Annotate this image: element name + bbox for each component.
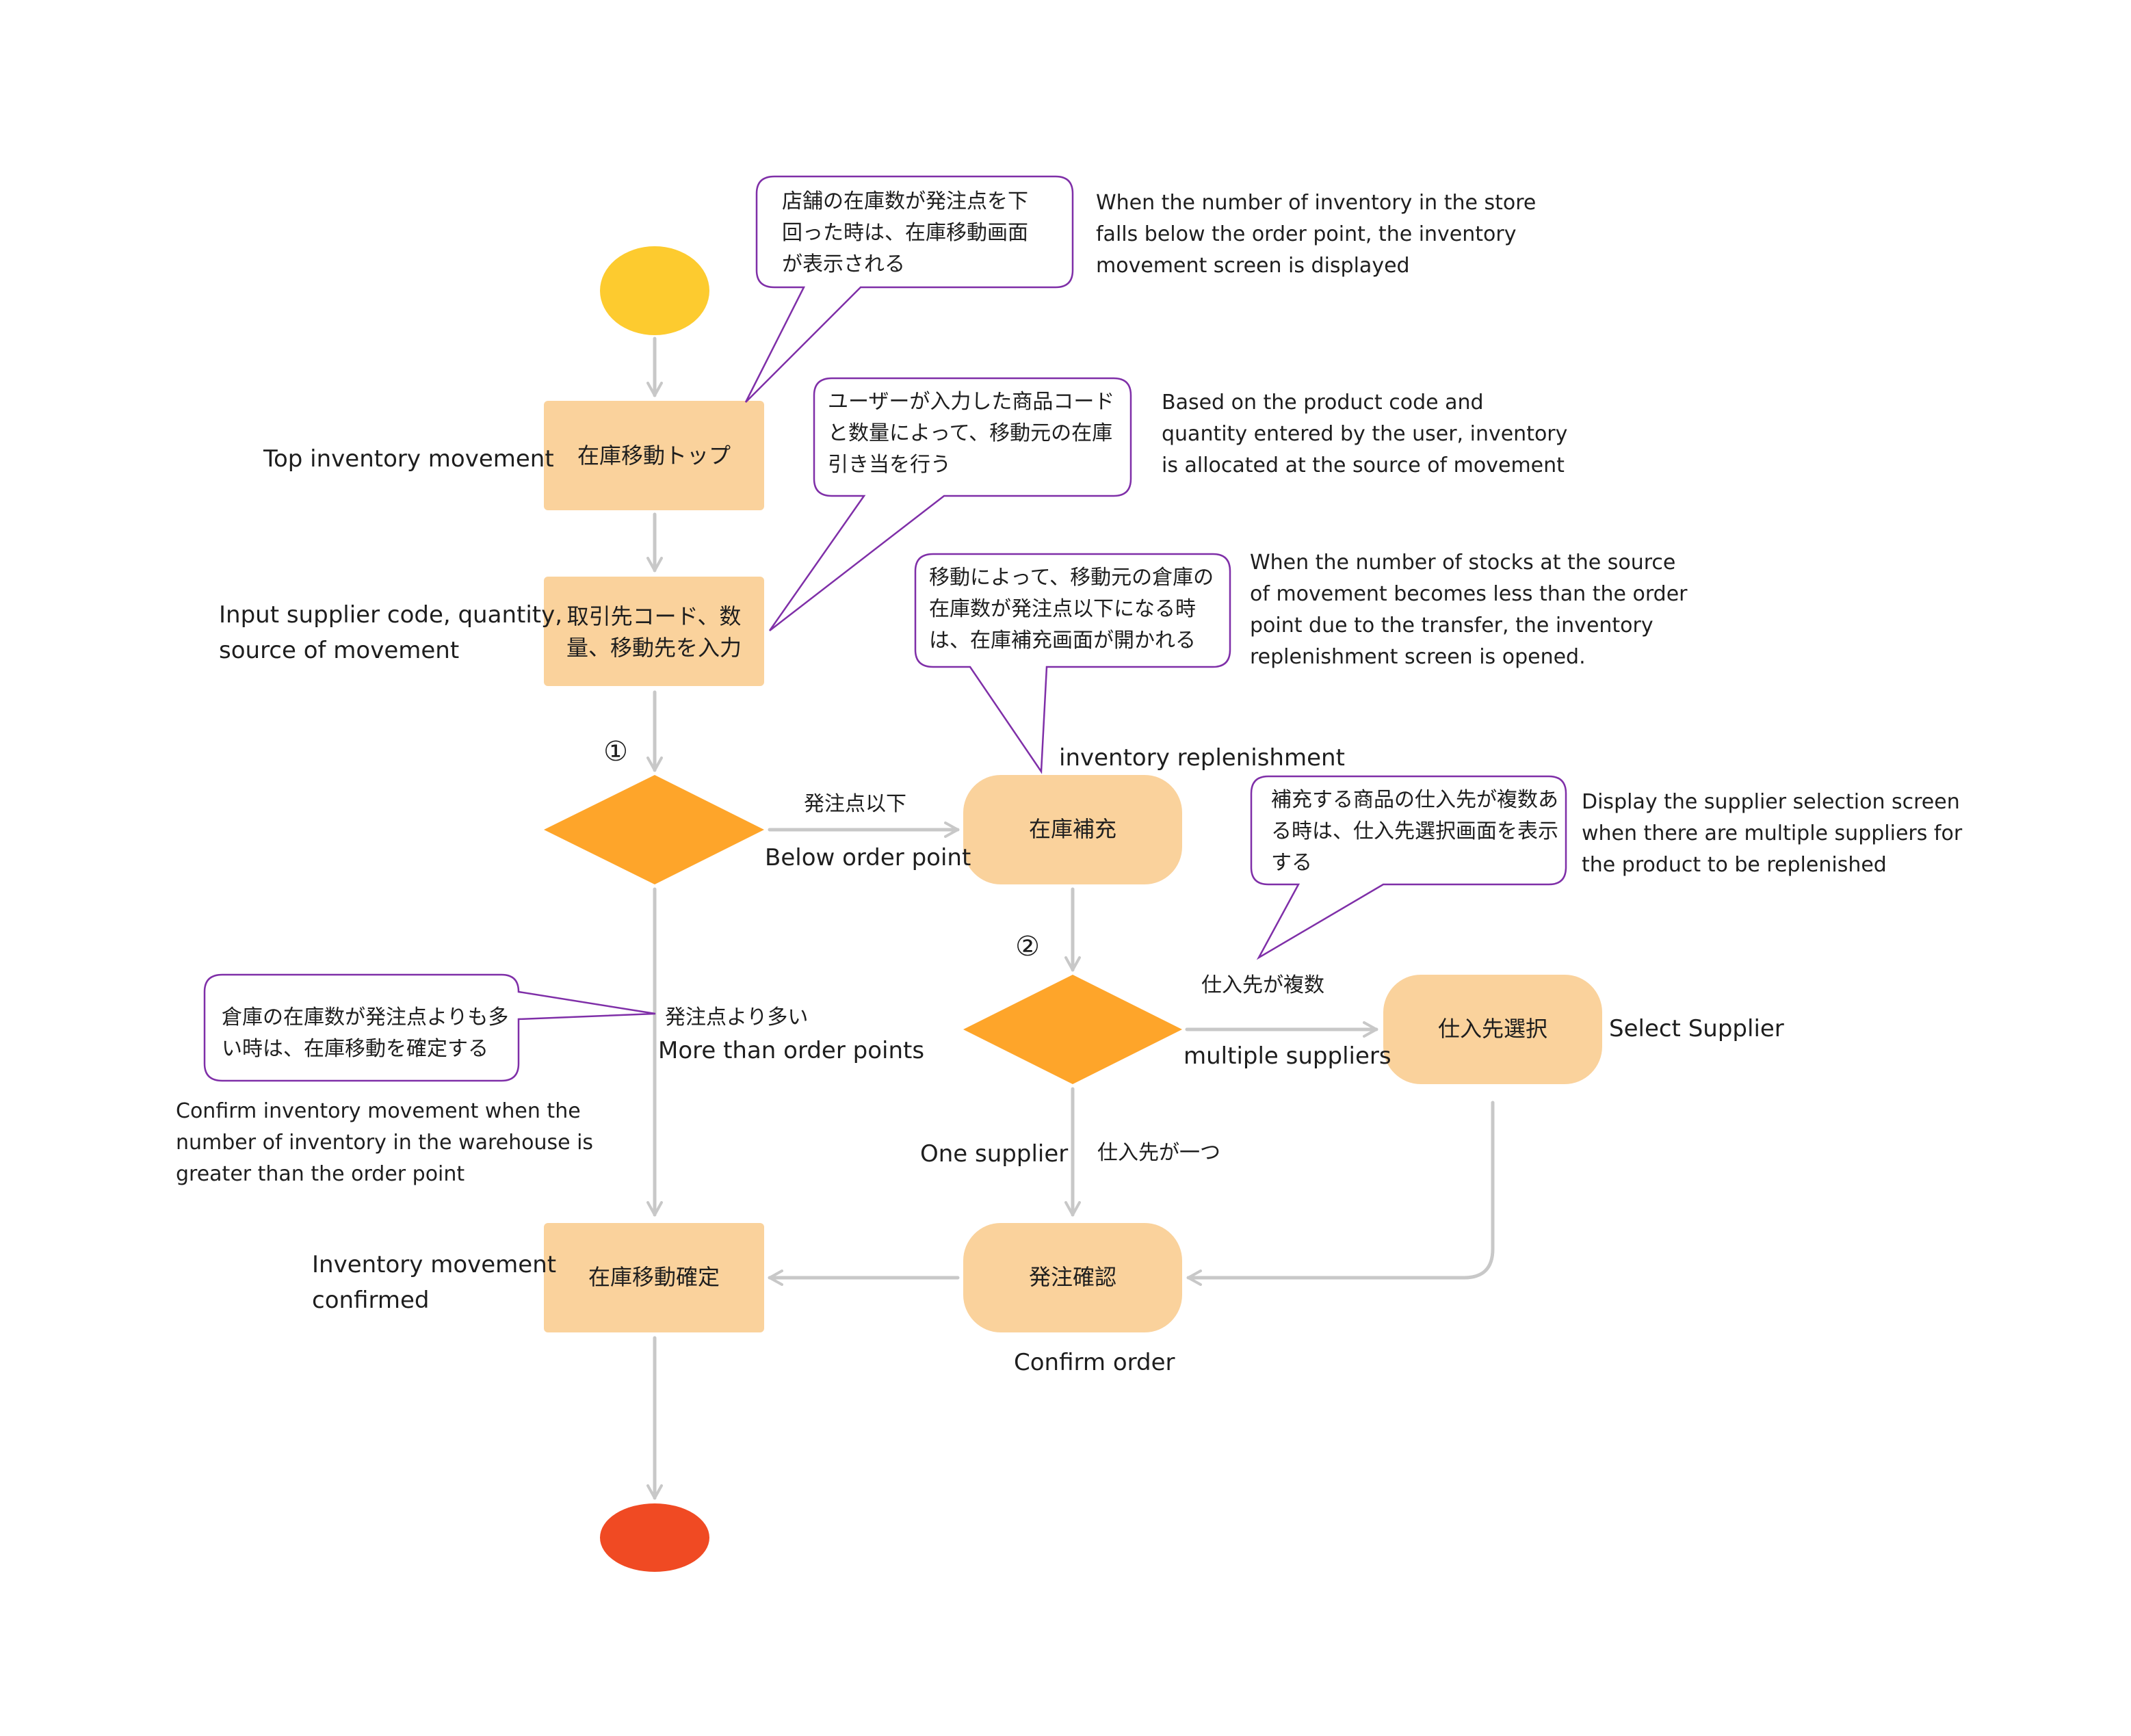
callout-4-en-line1: Display the supplier selection screen: [1582, 790, 1960, 814]
callout-1-en-line3: movement screen is displayed: [1096, 254, 1410, 278]
node-select-supplier-en: Select Supplier: [1609, 1015, 1784, 1042]
callout-5-en-line3: greater than the order point: [176, 1162, 465, 1186]
callout-2-jp-line3: 引き当を行う: [828, 453, 951, 477]
callout-1-en-line1: When the number of inventory in the stor…: [1096, 191, 1536, 215]
edge-below-order-point-en: Below order point: [765, 844, 971, 871]
decision-2: [963, 975, 1182, 1084]
edge-one-supplier-en: One supplier: [920, 1140, 1068, 1168]
callout-2-en-line3: is allocated at the source of movement: [1162, 453, 1565, 477]
arrow-select-to-order: [1186, 1101, 1495, 1286]
node-input-label-line2: 量、移動先を入力: [566, 635, 742, 661]
callout-3-jp-line2: 在庫数が発注点以下になる時: [929, 597, 1196, 621]
node-movement-confirmed: 在庫移動確定: [544, 1223, 764, 1332]
node-movement-confirmed-label: 在庫移動確定: [588, 1264, 720, 1290]
edge-multiple-suppliers-jp: 仕入先が複数: [1201, 973, 1324, 997]
end-node: [600, 1503, 709, 1572]
callout-5-jp-line2: い時は、在庫移動を確定する: [222, 1037, 488, 1061]
node-replenish: 在庫補充: [963, 775, 1182, 884]
callout-4: 補充する商品の仕入先が複数あ る時は、仕入先選択画面を表示 する: [1250, 775, 1567, 960]
callout-3-en-line1: When the number of stocks at the source: [1250, 551, 1675, 575]
node-input-label-line1: 取引先コード、数: [567, 603, 742, 629]
edge-one-supplier-jp: 仕入先が一つ: [1097, 1141, 1220, 1165]
callout-4-en-line2: when there are multiple suppliers for: [1582, 821, 1963, 845]
decision-1: [544, 775, 764, 884]
callout-1-jp-line3: が表示される: [782, 252, 905, 276]
node-replenish-en: inventory replenishment: [1059, 744, 1345, 772]
node-input-en-line2: source of movement: [219, 637, 459, 664]
node-select-supplier: 仕入先選択: [1383, 975, 1602, 1084]
callout-1-en-line2: falls below the order point, the invento…: [1096, 222, 1516, 246]
node-movement-confirmed-en-line1: Inventory movement: [312, 1251, 556, 1278]
callout-2-jp-line2: と数量によって、移動元の在庫: [828, 421, 1112, 445]
callout-1: 店舗の在庫数が発注点を下 回った時は、在庫移動画面 が表示される: [744, 175, 1074, 403]
node-input: 取引先コード、数 量、移動先を入力: [544, 577, 764, 686]
callout-3-en-line3: point due to the transfer, the inventory: [1250, 614, 1653, 637]
callout-5: 倉庫の在庫数が発注点よりも多 い時は、在庫移動を確定する: [203, 973, 656, 1082]
edge-more-than-order-points-en: More than order points: [658, 1037, 924, 1064]
callout-2: ユーザーが入力した商品コード と数量によって、移動元の在庫 引き当を行う: [768, 377, 1132, 631]
step-marker-2: ②: [1015, 931, 1040, 962]
callout-3-en-line2: of movement becomes less than the order: [1250, 582, 1688, 606]
edge-more-than-order-points-jp: 発注点より多い: [665, 1005, 808, 1029]
callout-5-en-line2: number of inventory in the warehouse is: [176, 1131, 593, 1155]
callout-1-jp-line2: 回った時は、在庫移動画面: [782, 221, 1028, 245]
callout-3-en-line4: replenishment screen is opened.: [1250, 645, 1586, 669]
callout-4-en-line3: the product to be replenished: [1582, 853, 1887, 877]
callout-3: 移動によって、移動元の倉庫の 在庫数が発注点以下になる時 は、在庫補充画面が開か…: [914, 553, 1231, 774]
node-confirm-order: 発注確認: [963, 1223, 1182, 1332]
node-confirm-order-en: Confirm order: [1014, 1349, 1175, 1376]
step-marker-1: ①: [603, 736, 628, 767]
callout-4-jp-line2: る時は、仕入先選択画面を表示: [1271, 819, 1558, 843]
callout-1-jp-line1: 店舗の在庫数が発注点を下: [782, 189, 1028, 213]
callout-2-jp-line1: ユーザーが入力した商品コード: [828, 390, 1114, 414]
node-confirm-order-label: 発注確認: [1029, 1264, 1116, 1290]
callout-4-jp-line3: する: [1271, 851, 1312, 875]
node-select-supplier-label: 仕入先選択: [1438, 1016, 1547, 1042]
node-input-en-line1: Input supplier code, quantity,: [219, 601, 562, 629]
edge-multiple-suppliers-en: multiple suppliers: [1184, 1042, 1391, 1070]
callout-5-jp-line1: 倉庫の在庫数が発注点よりも多: [222, 1005, 508, 1029]
node-movement-confirmed-en-line2: confirmed: [312, 1287, 429, 1314]
node-top-en: Top inventory movement: [263, 445, 554, 473]
callout-3-jp-line1: 移動によって、移動元の倉庫の: [929, 566, 1214, 590]
callout-2-en-line2: quantity entered by the user, inventory: [1162, 422, 1567, 446]
callout-3-jp-line3: は、在庫補充画面が開かれる: [929, 629, 1196, 653]
callout-5-en-line1: Confirm inventory movement when the: [176, 1099, 581, 1123]
node-top: 在庫移動トップ: [544, 401, 764, 510]
node-top-label: 在庫移動トップ: [577, 443, 731, 469]
callout-4-jp-line1: 補充する商品の仕入先が複数あ: [1271, 788, 1558, 812]
start-node: [600, 246, 709, 335]
callout-2-en-line1: Based on the product code and: [1162, 391, 1484, 415]
edge-below-order-point-jp: 発注点以下: [804, 792, 906, 816]
node-replenish-label: 在庫補充: [1029, 816, 1116, 842]
arrows: [646, 337, 1495, 1500]
